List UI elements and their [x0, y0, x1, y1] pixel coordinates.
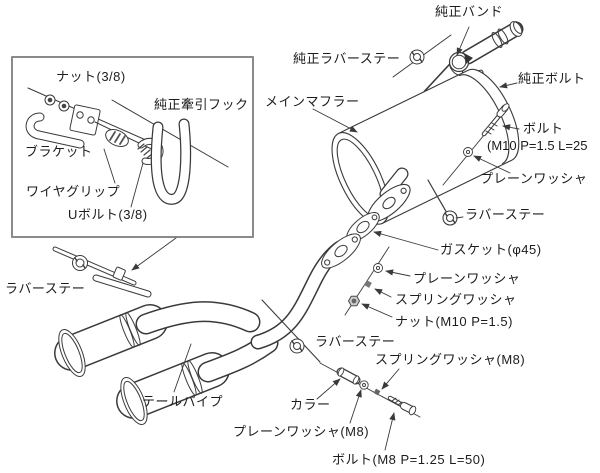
- label-bolt-m10-spec: (M10 P=1.5 L=25: [487, 138, 588, 153]
- bolt-m8-chain: [319, 362, 421, 418]
- label-spring-washer-m8: スプリングワッシャ(M8): [375, 352, 526, 367]
- label-u-bolt-3-8: Uボルト(3/8): [68, 207, 148, 222]
- oem-rubber-stay-grommet: [409, 49, 425, 65]
- label-tail-pipe: テールパイプ: [142, 394, 224, 409]
- bolt-m10-chain: [442, 103, 510, 186]
- label-spring-washer: スプリングワッシャ: [395, 292, 517, 307]
- label-rubber-stay-right: ラバーステー: [465, 207, 546, 222]
- label-collar: カラー: [290, 397, 331, 412]
- label-plain-washer-1: プレーンワッシャ: [480, 171, 588, 186]
- label-bolt-m10: ボルト: [523, 121, 564, 136]
- rubber-stay-left-grommet: [72, 255, 88, 271]
- inset-detail-box: [11, 56, 254, 238]
- label-oem-tow-hook: 純正牽引フック: [154, 97, 249, 112]
- main-muffler-body: [331, 68, 520, 226]
- label-rubber-stay-left: ラバーステー: [5, 281, 86, 296]
- label-plain-washer-m8: プレーンワッシャ(M8): [233, 424, 370, 439]
- leader-lines: [131, 26, 520, 451]
- label-nut-m10: ナット(M10 P=1.5): [395, 314, 513, 329]
- label-gasket-45: ガスケット(φ45): [440, 242, 542, 257]
- label-plain-washer-2: プレーンワッシャ: [413, 271, 521, 286]
- label-main-muffler: メインマフラー: [265, 94, 360, 109]
- left-hanger: [52, 246, 152, 298]
- label-oem-rubber-stay: 純正ラバーステー: [293, 51, 401, 66]
- label-wire-grip: ワイヤグリップ: [26, 184, 121, 199]
- rubber-stay-right-grommet: [442, 210, 458, 226]
- tail-pipe-flange: [321, 233, 361, 269]
- tail-pipe-assembly: [54, 233, 361, 425]
- label-bolt-m8: ボルト(M8 P=1.25 L=50): [332, 452, 486, 467]
- nut-m10-chain: [344, 246, 390, 316]
- label-oem-bolt: 純正ボルト: [518, 71, 586, 86]
- label-nut-3-8: ナット(3/8): [56, 69, 126, 84]
- label-rubber-stay-center: ラバーステー: [315, 334, 396, 349]
- inset-bracket-rod: [25, 112, 85, 149]
- oem-band-clamp: [448, 51, 473, 73]
- inset-nuts: [44, 94, 70, 112]
- label-oem-band: 純正バンド: [435, 4, 504, 19]
- inset-wire-grip: [105, 129, 129, 147]
- inset-bracket-plate: [69, 104, 101, 136]
- inset-tow-hook: [150, 118, 192, 205]
- label-bracket: ブラケット: [25, 144, 93, 159]
- rubber-stay-center-grommet: [289, 338, 305, 354]
- inset-border: [11, 56, 254, 238]
